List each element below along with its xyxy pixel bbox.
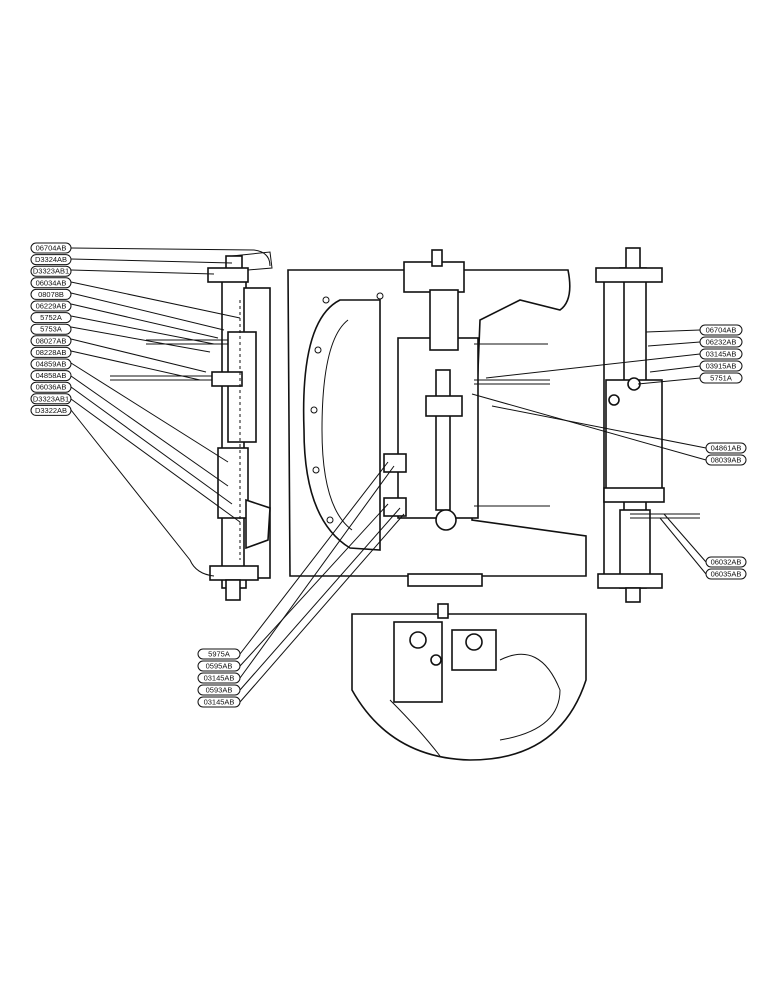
right-assembly-drawing [595, 247, 700, 603]
callout-box [30, 277, 72, 289]
part-callout-label: 04859AB [30, 358, 72, 370]
callout-box [30, 346, 72, 358]
callout-box [705, 442, 747, 454]
callout-part-number: 08228AB [36, 348, 67, 357]
callout-box [197, 684, 241, 696]
part-callout-label: D3323AB1 [30, 393, 72, 405]
left-assembly-drawing [110, 251, 273, 601]
callout-part-number: 0593AB [206, 686, 233, 695]
bottom-detail-drawing [351, 603, 587, 761]
callout-box [197, 660, 241, 672]
callout-box [30, 404, 72, 416]
callout-part-number: 04858AB [36, 371, 67, 380]
callout-part-number: D3324AB [35, 255, 67, 264]
part-callout-label: 5975A [197, 648, 241, 660]
callout-part-number: 06032AB [711, 558, 742, 567]
callout-part-number: D3323AB1 [33, 394, 69, 403]
callout-labels-lower-right: 06032AB 06035AB [705, 556, 747, 580]
part-callout-label: 0595AB [197, 660, 241, 672]
part-callout-label: 08228AB [30, 346, 72, 358]
callout-part-number: 03145AB [204, 698, 235, 707]
callout-labels-bottom: 5975A 0595AB 03145AB 0593AB 03145AB [197, 648, 241, 708]
callout-box [30, 381, 72, 393]
callout-part-number: 5753A [40, 325, 62, 334]
part-callout-label: 06232AB [699, 336, 743, 348]
part-callout-label: 04861AB [705, 442, 747, 454]
callout-box [30, 265, 72, 277]
callout-part-number: 08027AB [36, 336, 67, 345]
callout-box [30, 393, 72, 405]
callout-box [30, 335, 72, 347]
part-callout-label: 06034AB [30, 277, 72, 289]
callout-part-number: 03145AB [706, 350, 737, 359]
callout-box [30, 323, 72, 335]
part-callout-label: 06036AB [30, 381, 72, 393]
part-callout-label: 06032AB [705, 556, 747, 568]
part-callout-label: 04858AB [30, 370, 72, 382]
callout-part-number: 06704AB [706, 326, 737, 335]
callout-box [699, 348, 743, 360]
part-callout-label: 06704AB [30, 242, 72, 254]
callout-part-number: 0595AB [206, 662, 233, 671]
callout-part-number: 5751A [710, 374, 732, 383]
part-callout-label: D3323AB1 [30, 265, 72, 277]
part-callout-label: 06704AB [699, 324, 743, 336]
part-callout-label: 03145AB [699, 348, 743, 360]
callout-part-number: 06229AB [36, 302, 67, 311]
callout-labels-middle-right: 04861AB 08039AB [705, 442, 747, 466]
callout-box [705, 556, 747, 568]
callout-box [30, 254, 72, 266]
callout-box [699, 372, 743, 384]
part-callout-label: 5751A [699, 372, 743, 384]
part-callout-label: 03145AB [197, 672, 241, 684]
callout-box [699, 360, 743, 372]
part-callout-label: 5752A [30, 312, 72, 324]
callout-part-number: 08039AB [711, 456, 742, 465]
part-callout-label: D3322AB [30, 404, 72, 416]
part-callout-label: 03145AB [197, 696, 241, 708]
callout-part-number: 06034AB [36, 278, 67, 287]
callout-box [197, 696, 241, 708]
callout-labels-right: 06704AB 06232AB 03145AB 03915AB 5751A [699, 324, 743, 384]
callout-part-number: 08078B [38, 290, 64, 299]
center-assembly-drawing [287, 249, 587, 587]
part-callout-label: 08039AB [705, 454, 747, 466]
callout-part-number: 06704AB [36, 244, 67, 253]
callout-box [197, 648, 241, 660]
callout-part-number: D3322AB [35, 406, 67, 415]
part-callout-label: 08078B [30, 288, 72, 300]
callout-box [30, 358, 72, 370]
callout-box [30, 312, 72, 324]
part-callout-label: 06229AB [30, 300, 72, 312]
callout-part-number: 5975A [208, 650, 230, 659]
callout-part-number: 06035AB [711, 570, 742, 579]
part-callout-label: 06035AB [705, 568, 747, 580]
callout-part-number: 04861AB [711, 444, 742, 453]
leader-lines [70, 247, 707, 703]
callout-part-number: 5752A [40, 313, 62, 322]
callout-labels-left: 06704AB D3324AB D3323AB1 06034AB 08078B 06229… [30, 242, 72, 416]
callout-box [197, 672, 241, 684]
callout-part-number: 04859AB [36, 360, 67, 369]
callout-part-number: 03145AB [204, 674, 235, 683]
callout-box [699, 324, 743, 336]
part-callout-label: 0593AB [197, 684, 241, 696]
callout-part-number: D3323AB1 [33, 267, 69, 276]
callout-box [30, 242, 72, 254]
part-callout-label: D3324AB [30, 254, 72, 266]
callout-part-number: 06232AB [706, 338, 737, 347]
callout-box [30, 300, 72, 312]
part-callout-label: 5753A [30, 323, 72, 335]
callout-box [705, 568, 747, 580]
part-callout-label: 08027AB [30, 335, 72, 347]
callout-part-number: 06036AB [36, 383, 67, 392]
callout-box [30, 288, 72, 300]
callout-box [699, 336, 743, 348]
part-callout-label: 03915AB [699, 360, 743, 372]
callout-part-number: 03915AB [706, 362, 737, 371]
callout-box [30, 370, 72, 382]
callout-box [705, 454, 747, 466]
